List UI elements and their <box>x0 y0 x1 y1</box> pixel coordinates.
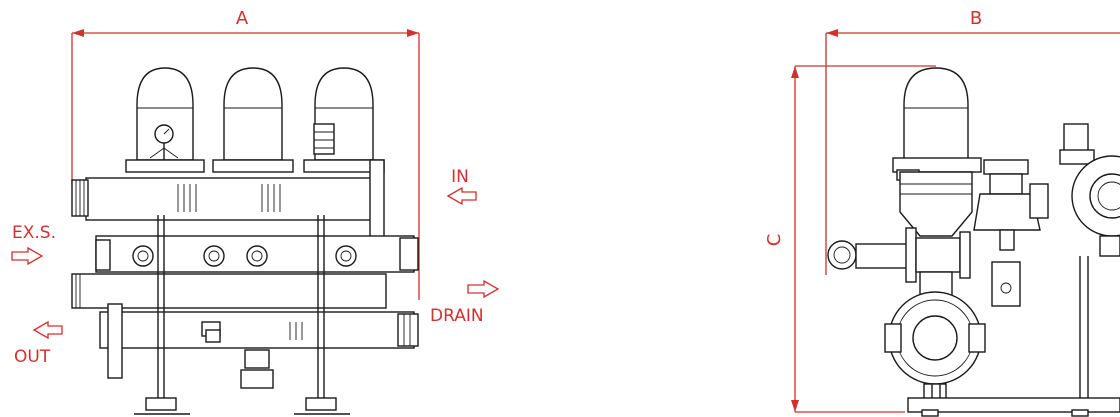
support-legs <box>134 215 350 415</box>
arrow-left-icon <box>446 186 477 206</box>
flow-in-label: IN <box>451 167 469 187</box>
flow-drain: DRAIN <box>430 279 500 326</box>
upper-manifold <box>71 159 385 239</box>
dimension-a-label: A <box>236 8 249 29</box>
dimension-c: C <box>764 65 936 413</box>
side-base-plate <box>907 397 1120 417</box>
flow-in: IN <box>446 167 477 206</box>
flow-drain-label: DRAIN <box>430 306 484 326</box>
flow-exhaust-label: EX.S. <box>12 223 56 243</box>
side-filter-dome <box>892 67 982 237</box>
drain-valve-icon <box>240 349 274 389</box>
drain-manifold <box>71 273 387 309</box>
butterfly-valve-icon <box>884 271 986 401</box>
dimension-a: A <box>71 8 420 300</box>
arrow-right-icon <box>467 279 500 299</box>
dimension-c-label: C <box>764 234 785 247</box>
backwash-valves <box>95 235 419 273</box>
side-view: B C <box>764 8 1120 417</box>
side-supports <box>931 256 1089 398</box>
flow-out-label: OUT <box>14 347 51 367</box>
flow-exhaust: EX.S. <box>11 223 56 266</box>
flow-out: OUT <box>14 320 63 367</box>
pressure-gauge-icon <box>149 124 179 160</box>
arrow-right-icon <box>11 246 44 266</box>
side-hydraulic-valve <box>973 159 1049 307</box>
side-main-valve <box>1059 123 1120 257</box>
front-view: A <box>11 8 500 415</box>
side-left-fitting <box>827 227 971 283</box>
dimension-b-label: B <box>970 8 982 29</box>
air-valve-icon <box>313 123 335 155</box>
dimension-b: B <box>825 8 1120 275</box>
arrow-left-icon <box>32 320 63 340</box>
outlet-manifold <box>99 303 419 379</box>
